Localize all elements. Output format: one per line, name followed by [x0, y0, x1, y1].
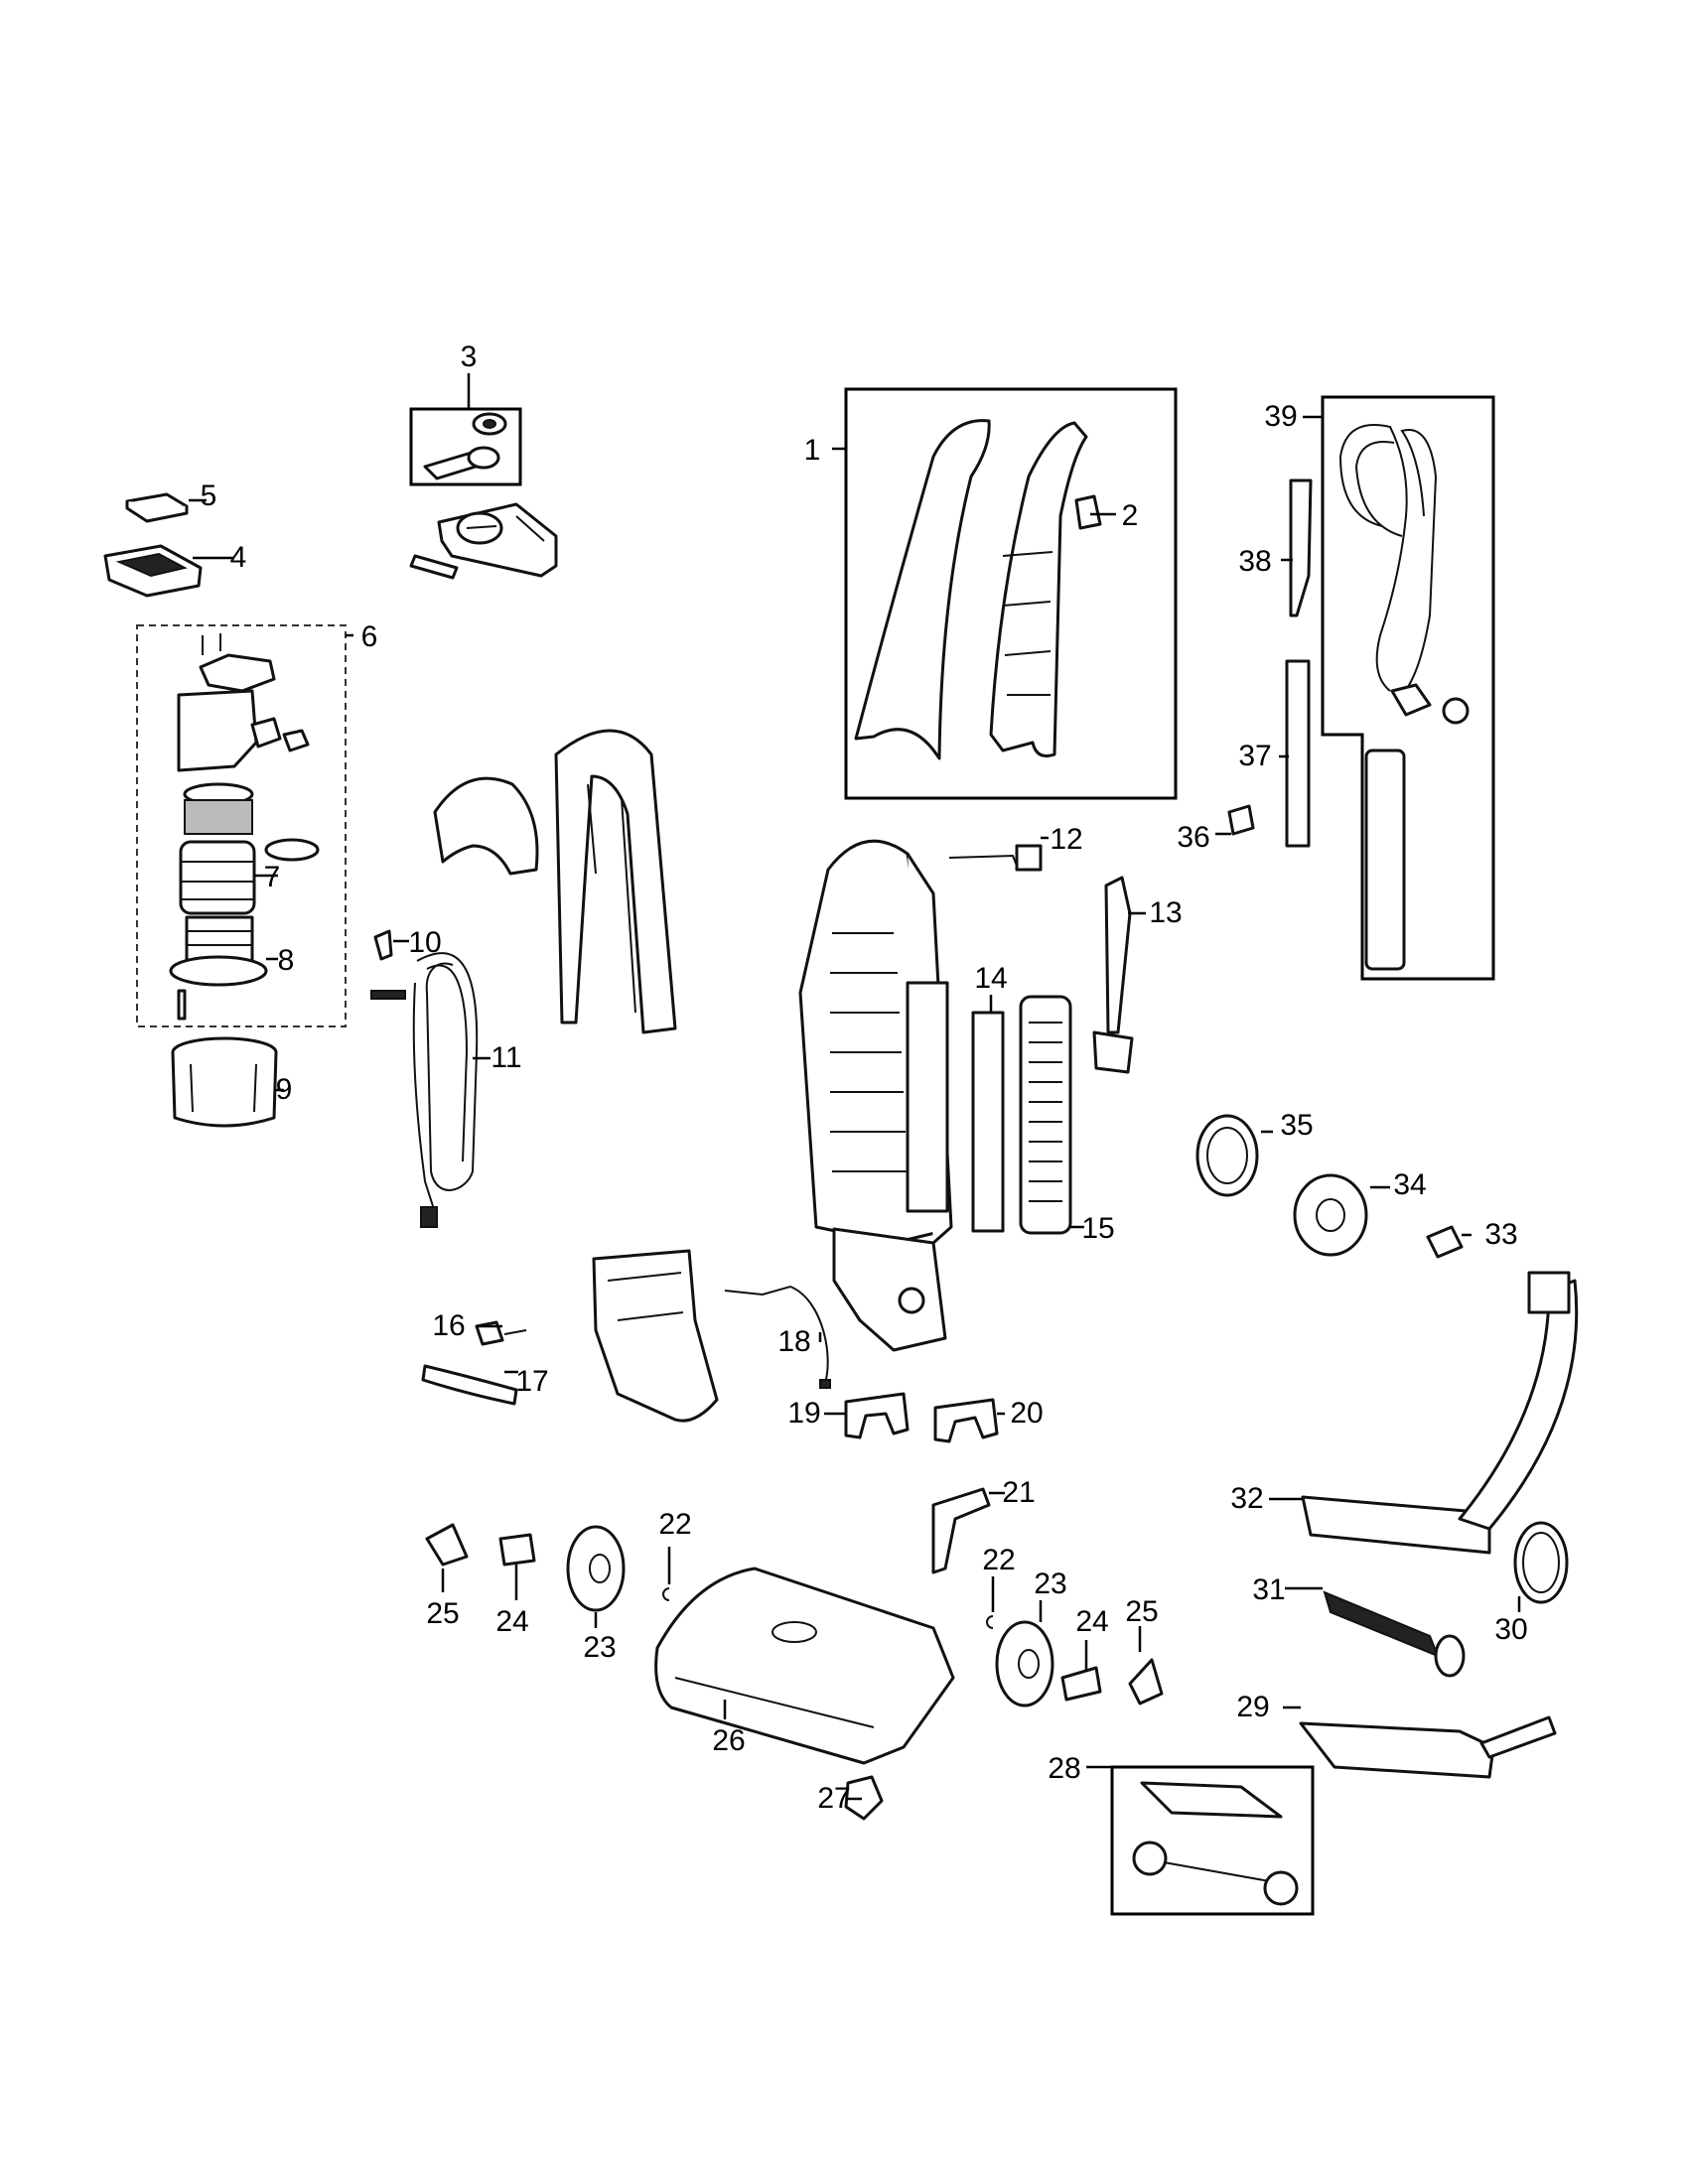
part-25-cap-left	[425, 1523, 469, 1567]
callout-15: 15	[1081, 1212, 1115, 1245]
part-9-dirt-cup	[171, 1036, 278, 1128]
leader-lines	[189, 373, 1521, 1801]
part-25-cap-right	[1128, 1658, 1164, 1706]
callout-35: 35	[1280, 1109, 1314, 1142]
part-27-foot-pedal	[844, 1775, 884, 1821]
group-box-hose	[1321, 395, 1495, 981]
part-motor-housing	[592, 1249, 719, 1423]
callout-32: 32	[1230, 1482, 1264, 1515]
callout-17: 17	[515, 1365, 549, 1398]
callout-5: 5	[200, 479, 217, 512]
part-main-body	[798, 839, 953, 1352]
group-box-axle-kit	[1110, 1765, 1315, 1916]
part-18-wire-harness	[724, 1285, 831, 1389]
callout-19: 19	[787, 1397, 821, 1430]
callout-28: 28	[1048, 1752, 1081, 1785]
part-26-base-housing	[654, 1567, 955, 1765]
callout-20: 20	[1010, 1397, 1044, 1430]
callout-31: 31	[1252, 1573, 1286, 1606]
callout-33: 33	[1484, 1218, 1518, 1251]
callout-8: 8	[277, 944, 295, 977]
part-rear-handle-frame	[554, 729, 677, 1034]
part-23-wheel-left	[566, 1525, 626, 1612]
part-5-filter-pad	[125, 492, 189, 523]
callout-24-right: 24	[1075, 1605, 1109, 1638]
callout-22-right: 22	[982, 1544, 1016, 1576]
callout-1: 1	[803, 434, 821, 467]
callout-34: 34	[1393, 1168, 1427, 1201]
part-22-clip-right	[986, 1615, 994, 1629]
part-19-hose-clip	[844, 1392, 910, 1439]
part-dome-cap	[433, 776, 539, 876]
callout-26: 26	[712, 1724, 746, 1757]
callout-18: 18	[777, 1325, 811, 1358]
callout-4: 4	[229, 541, 247, 574]
group-box-handle	[844, 387, 1178, 800]
part-14-pre-motor-filter	[971, 1011, 1005, 1233]
part-17-light-lens	[421, 1364, 518, 1406]
part-33-motor-mount	[1426, 1225, 1464, 1259]
part-3-lid-assembly	[409, 412, 558, 580]
group-box-dirt-cup-lid	[409, 407, 522, 486]
part-38-crevice-tool	[1289, 478, 1313, 617]
callout-25-right: 25	[1125, 1595, 1159, 1628]
callout-9: 9	[275, 1073, 293, 1106]
callout-29: 29	[1236, 1691, 1270, 1723]
part-15-exhaust-grille	[1019, 995, 1072, 1235]
part-32-base-frame	[1301, 1271, 1579, 1555]
part-1-handle-halves	[854, 419, 1088, 760]
callout-6: 6	[360, 620, 378, 653]
callout-11: 11	[491, 1041, 522, 1074]
callout-27: 27	[817, 1782, 851, 1815]
part-22-clip-left	[662, 1587, 670, 1601]
callout-14: 14	[974, 962, 1008, 995]
callout-36: 36	[1177, 821, 1210, 854]
callout-13: 13	[1149, 896, 1183, 929]
group-box-dirt-cup	[136, 624, 347, 1027]
callout-21: 21	[1002, 1476, 1036, 1509]
part-37-extension-wand	[1285, 659, 1311, 848]
part-21-pedal	[931, 1487, 991, 1574]
callout-23-left: 23	[583, 1631, 617, 1664]
callout-10: 10	[408, 926, 442, 959]
part-12-switch-bracket	[948, 844, 1043, 872]
part-13-wand-clip	[1092, 876, 1134, 1074]
callout-38: 38	[1238, 545, 1272, 578]
callout-39: 39	[1264, 400, 1298, 433]
part-23-wheel-right	[995, 1620, 1054, 1707]
callout-30: 30	[1494, 1613, 1528, 1646]
callout-23-right: 23	[1034, 1568, 1067, 1600]
part-29-bottom-plate	[1299, 1715, 1557, 1779]
callout-16: 16	[432, 1309, 466, 1342]
callout-37: 37	[1238, 740, 1272, 772]
part-24-axle-right	[1060, 1666, 1102, 1702]
callout-2: 2	[1121, 499, 1139, 532]
callout-3: 3	[460, 341, 478, 373]
part-6-cyclone-assembly	[169, 633, 320, 1021]
part-24-axle-left	[498, 1533, 536, 1567]
part-36-crevice-adapter	[1227, 804, 1255, 836]
part-20-hose-clip	[933, 1398, 999, 1443]
part-2-handle-clip	[1074, 494, 1102, 530]
callout-24-left: 24	[495, 1605, 529, 1638]
part-39-hose	[1338, 424, 1470, 971]
part-16-light-bulb	[475, 1320, 527, 1346]
part-28-axle-kit	[1132, 1781, 1299, 1906]
part-34-motor	[1293, 1173, 1368, 1257]
part-4-filter-cover	[103, 544, 203, 598]
part-30-belt	[1513, 1521, 1569, 1604]
callout-22-left: 22	[658, 1508, 692, 1541]
part-11-power-cord	[370, 952, 479, 1228]
callout-25-left: 25	[426, 1597, 460, 1630]
part-10-cord-clip	[373, 929, 393, 961]
part-31-brushroll	[1323, 1590, 1466, 1678]
part-35-motor-gasket	[1195, 1114, 1259, 1197]
callout-7: 7	[263, 861, 281, 893]
callout-12: 12	[1050, 823, 1083, 856]
